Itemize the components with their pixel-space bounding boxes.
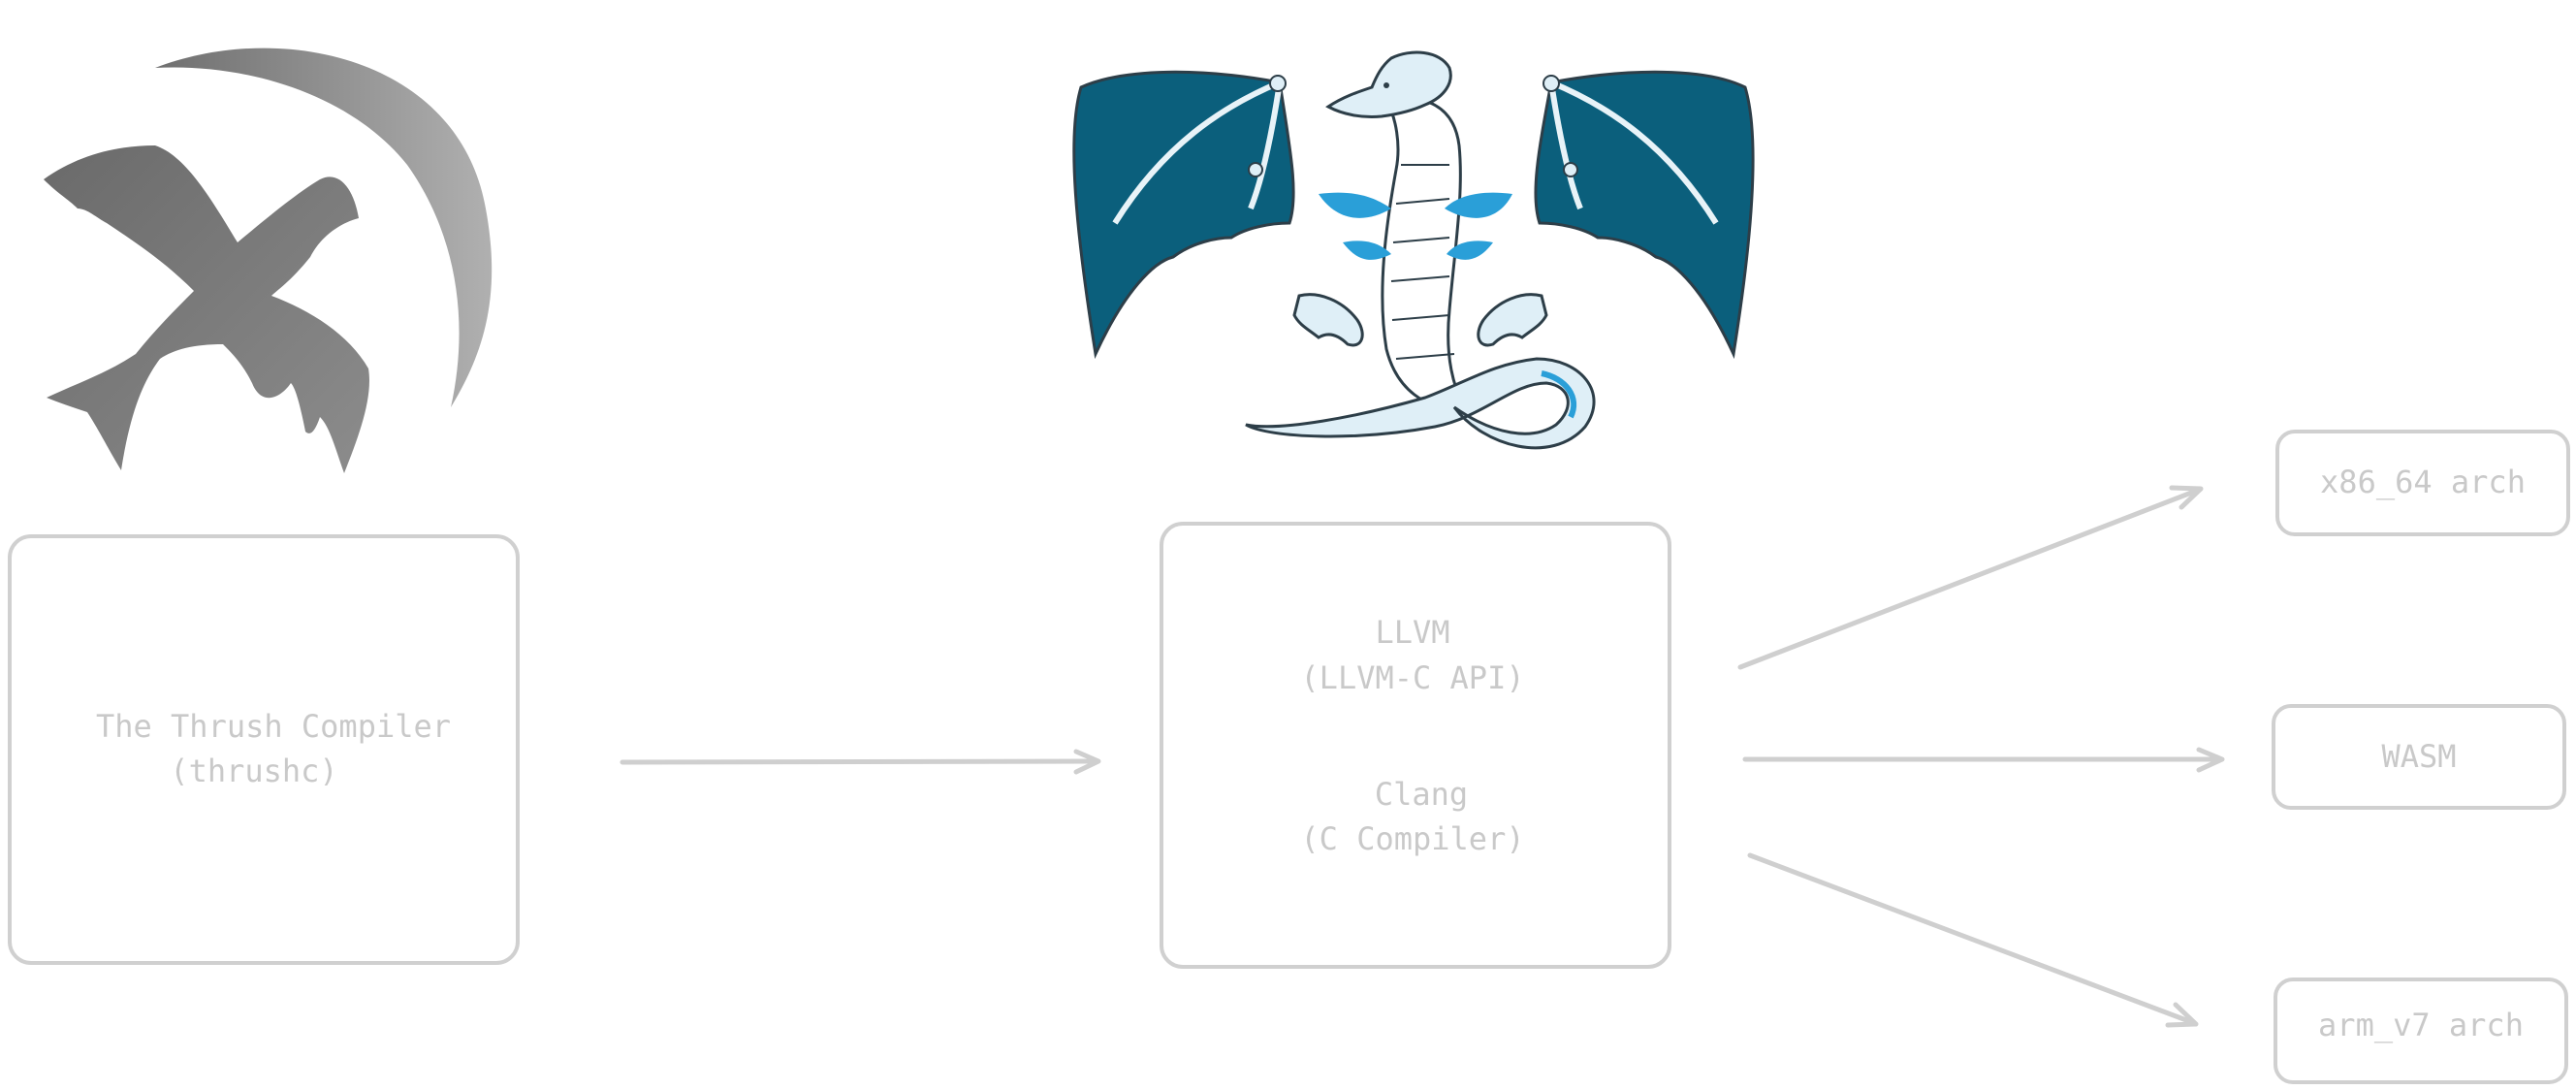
clang-title: Clang — [1375, 776, 1468, 813]
llvm-clang-box — [1160, 522, 1671, 969]
llvm-subtitle: (LLVM-C API) — [1300, 659, 1524, 696]
thrush-compiler-subtitle: (thrushc) — [170, 753, 337, 789]
arrow-thrush-to-llvm — [620, 749, 1101, 775]
arrow-llvm-to-arm — [1747, 852, 2199, 1028]
llvm-dragon-logo — [1072, 50, 1755, 450]
wasm-box — [2272, 704, 2566, 810]
dragon-tail — [1245, 357, 1596, 450]
arm-arch-label: arm_v7 arch — [2318, 1007, 2524, 1043]
arm-arch-box — [2274, 978, 2568, 1084]
x86-arch-box — [2275, 430, 2570, 536]
wasm-label: WASM — [2381, 738, 2456, 775]
thrush-bird-logo — [44, 48, 493, 473]
dragon-right-claw — [1477, 293, 1548, 347]
dragon-right-wing — [1534, 70, 1755, 360]
x86-arch-label: x86_64 arch — [2320, 464, 2526, 500]
thrush-crescent-shape — [155, 48, 493, 408]
dragon-left-wing — [1072, 70, 1295, 360]
clang-subtitle: (C Compiler) — [1300, 820, 1524, 857]
arrow-llvm-to-wasm — [1742, 747, 2225, 773]
thrush-compiler-box — [8, 534, 520, 965]
dragon-head — [1325, 50, 1452, 118]
dragon-left-claw — [1292, 293, 1364, 347]
thrush-bird-shape — [44, 145, 369, 473]
llvm-title: LLVM — [1375, 614, 1449, 651]
thrush-compiler-title: The Thrush Compiler — [96, 708, 451, 745]
arrow-llvm-to-x86 — [1737, 485, 2204, 670]
